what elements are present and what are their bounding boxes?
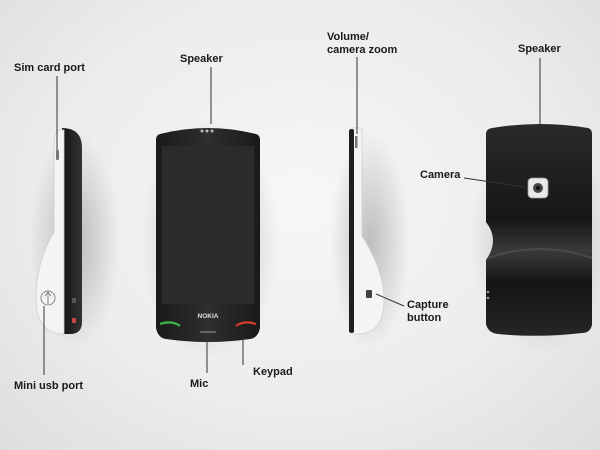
label-volume-line2: camera zoom (327, 44, 398, 56)
back-dot-2 (486, 296, 490, 300)
line-capture (375, 293, 405, 307)
usb-arrow-icon (44, 291, 52, 304)
end-key-red (235, 321, 257, 327)
brand-logo: NOKIA (198, 313, 219, 320)
speaker-dot-1 (200, 129, 204, 133)
phone-left-side-view (35, 128, 82, 335)
label-speaker-back: Speaker (518, 43, 561, 55)
line-camera (463, 177, 526, 188)
speaker-dot-2 (205, 129, 209, 133)
back-dot-1 (486, 290, 490, 294)
capture-button (366, 290, 372, 298)
label-camera: Camera (420, 169, 461, 181)
phone-back-view (486, 124, 593, 336)
phone-front-view: NOKIA (156, 128, 260, 342)
side-key-dark (72, 298, 76, 303)
right-side-dark-edge (349, 129, 354, 333)
label-sim-card-port: Sim card port (14, 62, 85, 74)
call-key-green (159, 321, 181, 327)
label-capture-line1: Capture (407, 299, 449, 311)
speaker-dot-3 (210, 129, 214, 133)
label-mic: Mic (190, 378, 209, 390)
left-side-dark-back (60, 128, 82, 334)
label-capture-line2: button (407, 312, 442, 324)
mic-slot (200, 331, 216, 333)
label-speaker-front: Speaker (180, 53, 223, 65)
right-side-white-body (351, 127, 385, 335)
label-mini-usb-port: Mini usb port (14, 380, 84, 392)
camera-lens-inner (536, 186, 540, 190)
phone-right-side-view (349, 127, 385, 335)
label-volume-line1: Volume/ (327, 31, 369, 43)
label-keypad: Keypad (253, 366, 293, 378)
back-body (486, 124, 592, 336)
side-key-red (72, 318, 76, 323)
sim-card-slot (56, 150, 59, 160)
left-side-white-front (35, 129, 65, 335)
usb-logo-icon (40, 290, 56, 306)
callout-lines (43, 57, 541, 375)
front-screen (162, 146, 254, 304)
volume-key (355, 136, 358, 148)
back-curve-highlight (487, 248, 593, 259)
